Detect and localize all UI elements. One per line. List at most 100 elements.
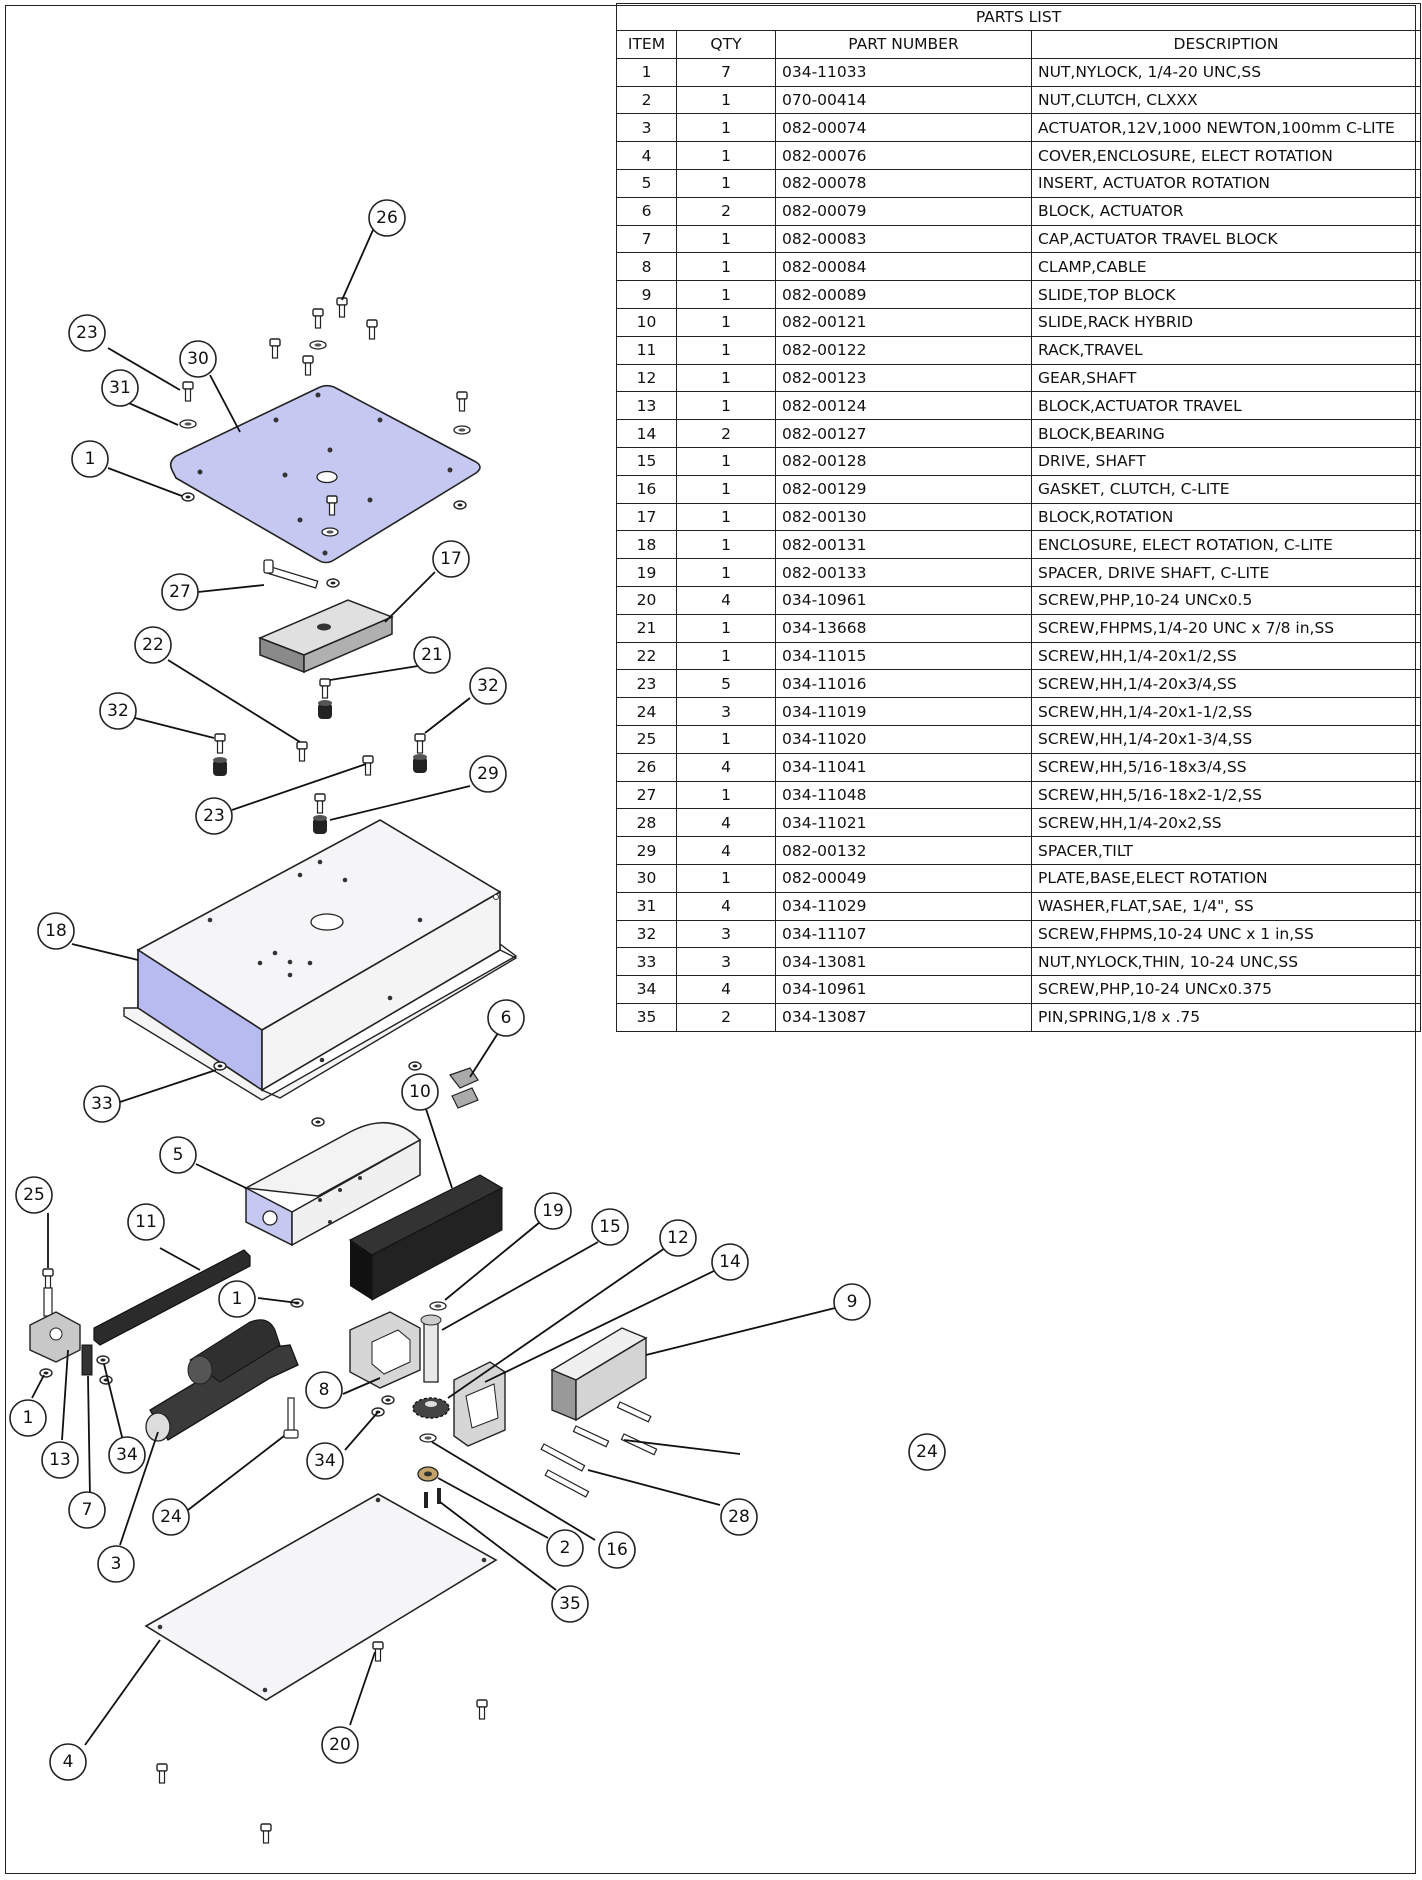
cell-qty: 1 <box>676 335 776 365</box>
cell-description: NUT,CLUTCH, CLXXX <box>1031 85 1421 115</box>
balloon-33: 33 <box>83 1085 121 1123</box>
long-screw-part <box>283 1397 299 1439</box>
svg-text:1: 1 <box>23 1408 34 1428</box>
svg-text:28: 28 <box>728 1507 750 1527</box>
balloon-24-right: 24 <box>908 1433 946 1471</box>
svg-text:13: 13 <box>49 1450 71 1470</box>
svg-text:9: 9 <box>847 1292 858 1312</box>
clutch-nut-part <box>417 1466 439 1482</box>
cell-qty: 1 <box>676 724 776 754</box>
cell-item: 11 <box>616 335 677 365</box>
header-qty: QTY <box>676 30 776 59</box>
cell-description: SLIDE,TOP BLOCK <box>1031 280 1421 309</box>
cell-description: RACK,TRAVEL <box>1031 335 1421 365</box>
cell-part-number: 082-00078 <box>775 168 1032 198</box>
cell-part-number: 034-11015 <box>775 641 1032 671</box>
cell-item: 17 <box>616 502 677 532</box>
cell-description: SCREW,HH,1/4-20x1-3/4,SS <box>1031 724 1421 754</box>
svg-text:12: 12 <box>667 1228 689 1248</box>
balloon-21: 21 <box>413 636 451 674</box>
drive-shaft-part <box>420 1314 442 1383</box>
cell-item: 13 <box>616 391 677 421</box>
balloon-30: 30 <box>179 340 217 378</box>
cell-qty: 1 <box>676 446 776 476</box>
header-part-number: PART NUMBER <box>775 30 1032 59</box>
cell-description: SCREW,HH,5/16-18x3/4,SS <box>1031 752 1421 782</box>
cell-part-number: 034-11019 <box>775 697 1032 726</box>
svg-text:18: 18 <box>45 921 67 941</box>
svg-text:34: 34 <box>314 1451 336 1471</box>
cell-description: SPACER, DRIVE SHAFT, C-LITE <box>1031 558 1421 587</box>
cell-qty: 1 <box>676 363 776 393</box>
cell-part-number: 082-00076 <box>775 141 1032 170</box>
svg-text:7: 7 <box>82 1500 93 1520</box>
cell-qty: 2 <box>676 196 776 226</box>
cell-description: DRIVE, SHAFT <box>1031 446 1421 476</box>
balloon-32-left: 32 <box>99 692 137 730</box>
svg-text:5: 5 <box>173 1145 184 1165</box>
cell-item: 27 <box>616 780 677 810</box>
cell-item: 14 <box>616 419 677 448</box>
balloon-23-lower: 23 <box>195 797 233 835</box>
cell-item: 4 <box>616 141 677 170</box>
balloon-25: 25 <box>15 1176 53 1214</box>
cell-item: 28 <box>616 808 677 838</box>
cell-part-number: 034-11048 <box>775 780 1032 810</box>
cell-description: GASKET, CLUTCH, C-LITE <box>1031 474 1421 504</box>
balloon-9: 9 <box>833 1283 871 1321</box>
cell-qty: 1 <box>676 141 776 170</box>
cell-item: 22 <box>616 641 677 671</box>
cell-part-number: 082-00079 <box>775 196 1032 226</box>
svg-text:24: 24 <box>160 1507 182 1527</box>
cell-qty: 1 <box>676 85 776 115</box>
cell-item: 18 <box>616 530 677 560</box>
cell-description: BLOCK,BEARING <box>1031 419 1421 448</box>
balloon-18: 18 <box>37 912 75 950</box>
cell-description: GEAR,SHAFT <box>1031 363 1421 393</box>
balloon-2: 2 <box>546 1529 584 1567</box>
cell-description: BLOCK,ROTATION <box>1031 502 1421 532</box>
slide-top-block-part <box>550 1327 648 1422</box>
cell-qty: 1 <box>676 502 776 532</box>
cell-item: 3 <box>616 113 677 143</box>
svg-text:19: 19 <box>542 1201 564 1221</box>
cell-part-number: 082-00133 <box>775 558 1032 587</box>
cell-qty: 4 <box>676 752 776 782</box>
cell-part-number: 034-11021 <box>775 808 1032 838</box>
cell-qty: 3 <box>676 697 776 726</box>
balloon-1-lower: 1 <box>9 1399 47 1437</box>
svg-text:10: 10 <box>409 1082 431 1102</box>
svg-text:4: 4 <box>63 1752 74 1772</box>
balloon-8: 8 <box>305 1371 343 1409</box>
parts-list-title: PARTS LIST <box>616 3 1421 31</box>
header-item: ITEM <box>616 30 677 59</box>
bearing-block-right-part <box>453 1361 506 1447</box>
cell-item: 33 <box>616 947 677 977</box>
cell-qty: 1 <box>676 307 776 337</box>
cell-part-number: 082-00127 <box>775 419 1032 448</box>
actuator-travel-block-part <box>29 1311 81 1363</box>
cell-item: 31 <box>616 891 677 921</box>
cell-qty: 4 <box>676 836 776 865</box>
balloon-15: 15 <box>591 1208 629 1246</box>
cell-item: 10 <box>616 307 677 337</box>
svg-text:26: 26 <box>376 208 398 228</box>
